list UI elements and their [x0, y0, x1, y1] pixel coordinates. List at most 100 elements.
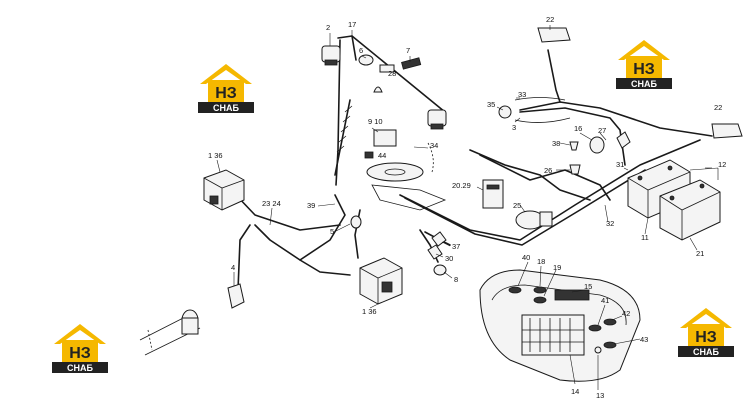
sensor-16 — [589, 136, 605, 154]
callout-38: 38 — [552, 139, 560, 148]
logo-house-body — [626, 56, 662, 78]
callout-18: 18 — [537, 257, 545, 266]
logo-roof-icon — [54, 324, 106, 344]
logo-word: СНАБ — [631, 79, 657, 89]
callout-31: 31 — [616, 160, 624, 169]
roof-lamp-left — [321, 45, 341, 63]
beacon-lamp-right — [711, 123, 743, 139]
fuse-box — [482, 179, 504, 209]
callout-40: 40 — [522, 253, 530, 262]
starter-solenoid — [539, 211, 553, 227]
logo-roof-icon — [680, 308, 732, 328]
callout-41: 41 — [601, 296, 609, 305]
relay-box-lower — [359, 257, 403, 305]
callout-44: 44 — [378, 151, 386, 160]
roof-lamp-right-base — [430, 123, 444, 130]
logo-band — [616, 78, 672, 89]
callout-4: 4 — [231, 263, 235, 272]
callout-7: 7 — [406, 46, 410, 55]
logo-watermark-2: НЗ СНАБ — [616, 40, 672, 89]
connector-44 — [364, 151, 374, 159]
steering-wheel — [366, 162, 424, 182]
roof-module — [401, 57, 422, 70]
callout-39: 39 — [307, 201, 315, 210]
components — [139, 27, 743, 382]
callout-23-24: 23 24 — [262, 199, 281, 208]
callout-25: 25 — [513, 201, 521, 210]
logo-watermark-3: НЗ СНАБ — [52, 324, 108, 373]
sensor-8 — [433, 264, 447, 276]
callout-28: 28 — [388, 69, 396, 78]
callout-11: 11 — [641, 233, 649, 242]
callout-22-right: 22 — [714, 103, 722, 112]
battery-21 — [659, 179, 721, 241]
callout-17: 17 — [348, 20, 356, 29]
logo-house-body — [62, 340, 98, 362]
callout-43: 43 — [640, 335, 648, 344]
callout-33: 33 — [518, 90, 526, 99]
callout-1-36-left: 1 36 — [208, 151, 223, 160]
callout-16: 16 — [574, 124, 582, 133]
logo-word: СНАБ — [213, 103, 239, 113]
roof-switch — [358, 54, 374, 66]
logo-mark: НЗ — [633, 61, 655, 78]
roof-relay — [379, 64, 395, 73]
callout-27: 27 — [598, 126, 606, 135]
leader-lines — [216, 25, 712, 390]
connector-27 — [616, 131, 631, 149]
callout-19: 19 — [553, 263, 561, 272]
switch-5 — [350, 215, 362, 229]
callout-12: 12 — [718, 160, 726, 169]
logo-house-body — [208, 80, 244, 102]
beacon-lamp-top — [537, 27, 571, 43]
logo-band — [52, 362, 108, 373]
logo-watermark-4: НЗ СНАБ — [678, 308, 734, 357]
callout-20-29: 20.29 — [452, 181, 471, 190]
callout-3: 3 — [512, 123, 516, 132]
logo-roof-icon — [200, 64, 252, 84]
callout-34: 34 — [430, 141, 438, 150]
logo-band — [678, 346, 734, 357]
callout-9-10: 9 10 — [368, 117, 383, 126]
instrument-panel — [479, 269, 641, 382]
logo-mark: НЗ — [695, 329, 717, 346]
control-box — [373, 129, 397, 147]
logo-word: СНАБ — [693, 347, 719, 357]
callout-13: 13 — [596, 391, 604, 400]
callout-22-top: 22 — [546, 15, 554, 24]
callout-1-36-lower: 1 36 — [362, 307, 377, 316]
callout-26: 26 — [544, 166, 552, 175]
callout-15: 15 — [584, 282, 592, 291]
callout-8: 8 — [454, 275, 458, 284]
callout-30: 30 — [445, 254, 453, 263]
logo-watermark-1: НЗ СНАБ — [198, 64, 254, 113]
logo-band — [198, 102, 254, 113]
callout-2: 2 — [326, 23, 330, 32]
connector-37 — [431, 231, 447, 247]
callout-42: 42 — [622, 309, 630, 318]
callout-5: 5 — [330, 227, 334, 236]
callout-35: 35 — [487, 100, 495, 109]
callout-6: 6 — [359, 46, 363, 55]
callout-32: 32 — [606, 219, 614, 228]
callout-21: 21 — [696, 249, 704, 258]
callout-37: 37 — [452, 242, 460, 251]
roof-lamp-left-base — [324, 59, 338, 66]
horn — [498, 105, 512, 119]
dash-panel — [371, 184, 447, 211]
connector-38 — [569, 141, 579, 151]
callout-14: 14 — [571, 387, 579, 396]
bell-buzzer — [373, 86, 383, 93]
logo-house-body — [688, 324, 724, 346]
wiring-harness — [235, 35, 713, 291]
engine-cylinder — [139, 309, 201, 356]
bracket-4 — [227, 283, 245, 309]
relay-box-left — [203, 169, 245, 211]
roof-lamp-right — [427, 109, 447, 127]
logo-mark: НЗ — [69, 345, 91, 362]
logo-mark: НЗ — [215, 85, 237, 102]
connector-26 — [569, 164, 581, 175]
logo-word: СНАБ — [67, 363, 93, 373]
callout-labels: 2 17 6 7 28 22 22 35 33 3 9 10 44 34 16 … — [208, 15, 726, 400]
